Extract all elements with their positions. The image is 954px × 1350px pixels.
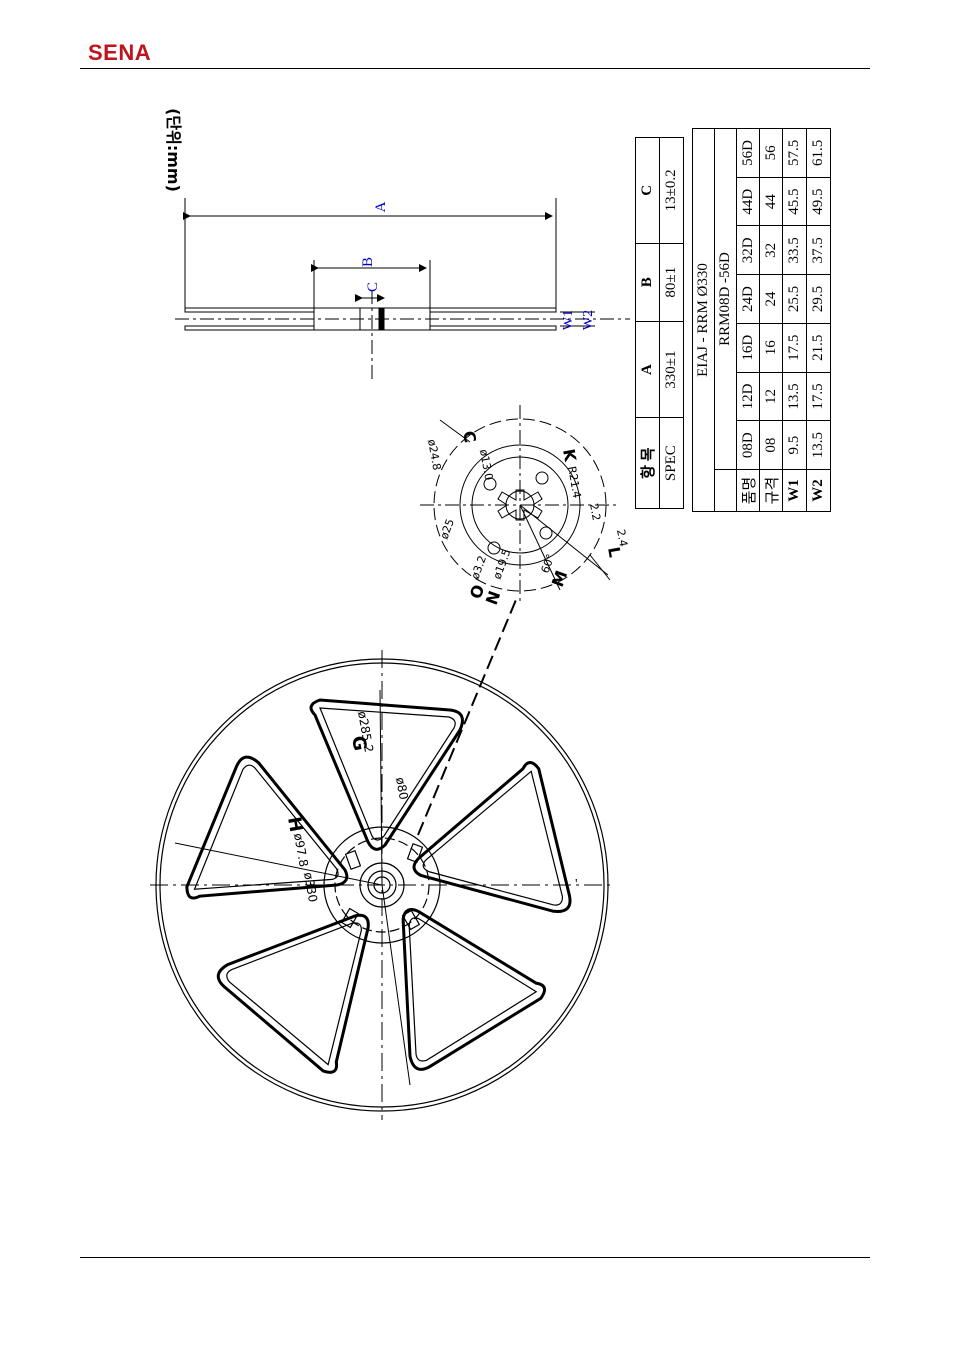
row-label-spec: 규격 <box>759 469 783 512</box>
cell: 45.5 <box>782 177 807 226</box>
size-table-title: EIAJ - RRM Ø330 <box>692 128 715 512</box>
reel-label-1: H <box>283 815 306 833</box>
spec-value-a: 330±1 <box>659 321 684 418</box>
detail-label-5: R21.4 <box>565 465 583 499</box>
cell: 24D <box>736 274 760 324</box>
cell: 16D <box>736 323 760 373</box>
spec-table-container: 항 목 A B C SPEC 330±1 80±1 13±0.2 <box>635 137 684 509</box>
cell: 56D <box>736 128 760 178</box>
detail-label-10: N <box>482 588 504 607</box>
side-view <box>175 198 630 380</box>
row-label-name: 품명 <box>736 469 760 512</box>
footer-rule <box>80 1257 870 1258</box>
cell: 49.5 <box>806 177 831 226</box>
cell: 12 <box>759 372 783 421</box>
spec-header-a: A <box>635 321 660 418</box>
spec-row-label: SPEC <box>659 417 684 509</box>
reel-label-2: ø97.8 <box>291 832 311 868</box>
spec-table: 항 목 A B C SPEC 330±1 80±1 13±0.2 <box>635 137 684 509</box>
detail-label-8: ø3.2 <box>469 554 490 581</box>
detail-label-2: C <box>459 429 480 444</box>
cell: 24 <box>759 274 783 324</box>
spec-header-b: B <box>635 243 660 322</box>
detail-label-9: O <box>466 582 489 601</box>
detail-label-4: K <box>559 447 580 463</box>
cell: 29.5 <box>806 274 831 324</box>
row-label-w1: W1 <box>782 469 807 512</box>
cell: 33.5 <box>782 225 807 275</box>
detail-label-12: M <box>548 568 571 589</box>
reel-label-6: ø330 <box>301 871 320 903</box>
cell: 44D <box>736 177 760 226</box>
detail-label-1: ø24.8 <box>425 438 443 471</box>
cell: 61.5 <box>806 128 831 178</box>
dim-w2-label: W2 <box>581 310 596 330</box>
detail-label-14: 2.4 <box>614 528 630 547</box>
reel-label-5: ø80 <box>393 776 411 801</box>
cell: 17.5 <box>806 372 831 421</box>
spec-header-item: 항 목 <box>635 417 660 509</box>
unit-label: (단위:mm) <box>164 108 183 192</box>
dim-a-label: A <box>373 201 389 212</box>
detail-label-11: 60° <box>539 552 558 575</box>
cell: 21.5 <box>806 323 831 373</box>
detail-label-3: ø13.0 <box>477 448 495 481</box>
cell: 9.5 <box>782 420 807 470</box>
cell: 44 <box>759 177 783 226</box>
size-table: EIAJ - RRM Ø330 RRM08D -56D 품명 08D 12D 1… <box>692 128 831 512</box>
dim-b-label: B <box>360 257 376 267</box>
spec-value-c: 13±0.2 <box>659 137 684 244</box>
cell: 13.5 <box>806 420 831 470</box>
size-table-subtitle: RRM08D -56D <box>714 128 737 470</box>
cell: 08D <box>736 420 760 470</box>
spec-value-b: 80±1 <box>659 243 684 322</box>
dim-c-label: C <box>365 282 381 292</box>
reel-view <box>150 650 615 1120</box>
cell: 16 <box>759 323 783 373</box>
cell: 17.5 <box>782 323 807 373</box>
logo: SENA <box>88 40 152 65</box>
cell: 08 <box>759 420 783 470</box>
cell: 32 <box>759 225 783 275</box>
cell: 57.5 <box>782 128 807 178</box>
reel-label-3: G <box>347 734 370 752</box>
row-label-w2: W2 <box>806 469 831 512</box>
header-rule <box>80 68 870 69</box>
detail-label-13: L <box>604 545 624 558</box>
cell: 13.5 <box>782 372 807 421</box>
cell: 25.5 <box>782 274 807 324</box>
cell: 32D <box>736 225 760 275</box>
cell: 12D <box>736 372 760 421</box>
detail-view <box>420 405 620 605</box>
size-table-container: EIAJ - RRM Ø330 RRM08D -56D 품명 08D 12D 1… <box>692 128 831 512</box>
cell: 56 <box>759 128 783 178</box>
detail-leader <box>417 594 519 836</box>
spec-header-c: C <box>635 137 660 244</box>
cell: 37.5 <box>806 225 831 275</box>
detail-label-6: ø25 <box>438 517 457 541</box>
tick-mark: ' <box>575 877 578 892</box>
detail-label-15: 2.2 <box>587 502 603 521</box>
dim-w1-label: W1 <box>561 310 576 330</box>
